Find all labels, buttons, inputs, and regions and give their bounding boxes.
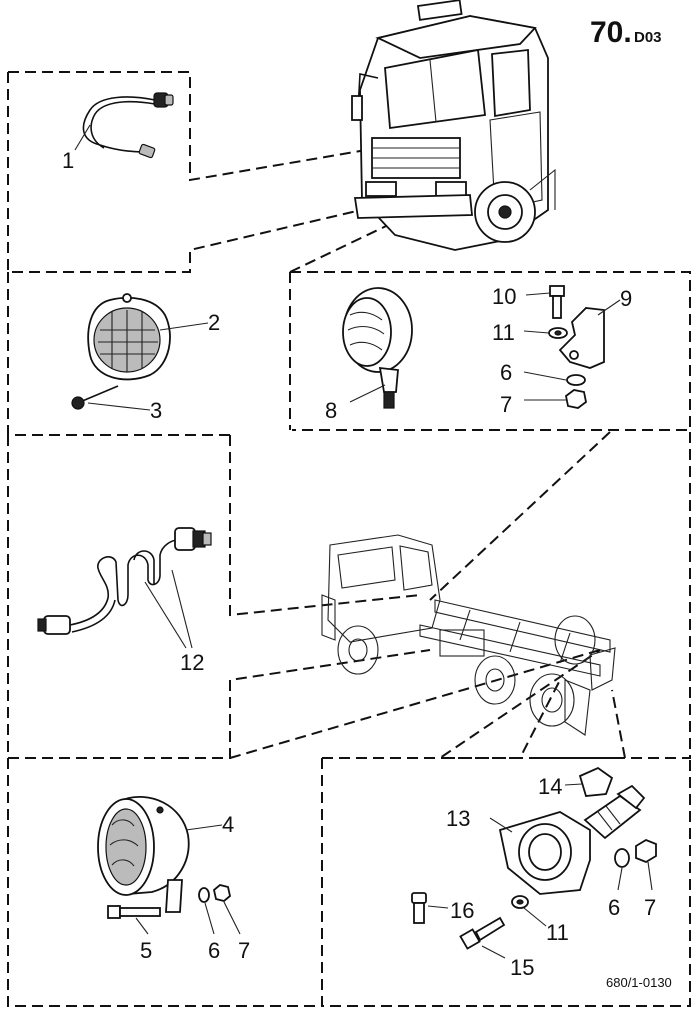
leader-5 [135,917,149,935]
callout-9: 9 [620,286,632,311]
page-number: 70. [590,16,632,49]
part-1-cable: 1 [62,92,174,173]
part-16-screw: 16 [411,892,474,924]
panel-border-cables [7,435,431,759]
leader-8 [349,384,386,403]
page-suffix: D03 [634,29,662,46]
callout-5: 5 [140,938,152,963]
part-7-nut-c: 7 [635,838,657,920]
callout-2: 2 [208,310,220,335]
callout-4: 4 [222,812,234,837]
leader-15 [481,945,506,959]
leader-7b [223,901,241,935]
callout-6a: 6 [500,360,512,385]
leader-10 [525,292,551,296]
drawing-code: 680/1-0130 [606,975,672,990]
callout-7c: 7 [644,895,656,920]
leader-6c [617,867,623,891]
part-6-washer-b: 6 [198,887,220,963]
callout-13: 13 [446,806,470,831]
part-10-bolt: 10 [492,284,565,319]
part-8-work-lamp: 8 [325,287,413,423]
panel-border-right [429,431,691,759]
truck-chassis-illustration [321,534,616,736]
callout-11a: 11 [492,320,515,345]
part-3-screw: 3 [71,385,162,423]
leader-9 [597,299,621,316]
leader-3 [87,402,151,411]
part-6-washer-a: 6 [500,360,586,386]
panel-border-lamp [7,649,601,1007]
callout-12: 12 [180,650,204,675]
callout-6c: 6 [608,895,620,920]
part-7-nut-a: 7 [500,389,587,417]
part-7-nut-b: 7 [213,884,250,963]
callout-15: 15 [510,955,534,980]
callout-16: 16 [450,898,474,923]
part-13-socket: 13 [446,784,646,895]
leader-6a [523,371,567,381]
part-14-cap: 14 [538,766,614,799]
leader-4 [185,824,223,831]
truck-front-illustration [351,0,556,251]
reflector-lens-pattern [98,310,158,372]
leader-14 [564,783,583,786]
callout-1: 1 [62,148,74,173]
callout-3: 3 [150,398,162,423]
leader-7c [647,861,653,891]
leader-13 [489,817,513,833]
part-2-reflector: 2 [87,293,220,381]
leader-11b [523,907,547,927]
callout-11b: 11 [546,920,569,945]
leader-12b [171,569,193,649]
part-12-cables: 12 [37,527,212,675]
part-4-lamp: 4 [97,796,234,913]
callout-8: 8 [325,398,337,423]
callout-7a: 7 [500,392,512,417]
panel-border-cable [8,71,426,182]
part-6-washer-c: 6 [608,848,630,920]
leader-12a [144,581,187,649]
leader-2 [159,322,209,331]
panel-border-socket [322,679,627,759]
callout-14: 14 [538,774,562,799]
part-11-washer-a: 11 [492,320,568,345]
leader-1 [74,124,91,151]
callout-6b: 6 [208,938,220,963]
leader-11a [523,330,550,334]
panel-borders [7,71,691,1007]
leader-16 [427,905,449,909]
callout-10: 10 [492,284,516,309]
panel-border-socket-frame [322,760,691,1007]
part-5-screw: 5 [107,905,161,963]
leader-6b [204,902,215,935]
part-11-washer-b: 11 [511,895,569,945]
part-15-bolt: 15 [459,916,534,980]
part-9-bracket: 9 [558,286,632,369]
callout-7b: 7 [238,938,250,963]
panel-border-cable-lower [7,72,426,273]
